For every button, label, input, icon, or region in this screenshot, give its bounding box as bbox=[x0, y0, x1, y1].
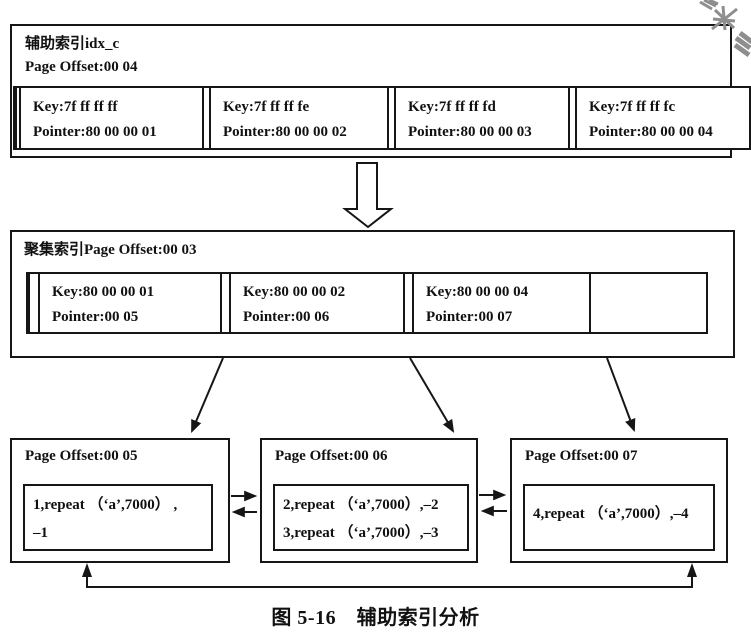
secondary-index-title: 辅助索引idx_c bbox=[25, 36, 120, 52]
wraparound-link-line bbox=[86, 568, 693, 588]
cell-key: Key:7f ff ff fd bbox=[408, 99, 496, 115]
secondary-index-cell: Key:7f ff ff fd Pointer:80 00 00 03 bbox=[396, 88, 568, 148]
clustered-index-cells-row: Key:80 00 00 01 Pointer:00 05 Key:80 00 … bbox=[26, 272, 708, 334]
wraparound-up-arrowhead-right bbox=[687, 563, 697, 577]
block-down-arrow bbox=[342, 162, 394, 229]
arrow-to-page-00-07 bbox=[606, 357, 636, 433]
data-page-box-00-07: Page Offset:00 07 4,repeat （‘a’,7000）,–4 bbox=[510, 438, 728, 563]
cell-key: Key:80 00 00 01 bbox=[52, 284, 155, 300]
clustered-index-cell: Key:80 00 00 04 Pointer:00 07 bbox=[414, 274, 589, 332]
cell-pointer: Pointer:00 05 bbox=[52, 309, 139, 325]
cell-separator bbox=[403, 274, 414, 332]
wraparound-up-arrowhead-left bbox=[82, 563, 92, 577]
cell-pointer: Pointer:80 00 00 02 bbox=[223, 124, 347, 140]
cell-pointer: Pointer:80 00 00 03 bbox=[408, 124, 532, 140]
record-line: 1,repeat （‘a’,7000） , bbox=[33, 497, 178, 513]
figure-caption: 图 5-16 辅助索引分析 bbox=[271, 607, 480, 629]
data-page-offset: Page Offset:00 07 bbox=[525, 448, 638, 464]
cell-key: Key:80 00 00 02 bbox=[243, 284, 346, 300]
record-line: 4,repeat （‘a’,7000）,–4 bbox=[533, 506, 689, 522]
secondary-index-cells-row: Key:7f ff ff ff Pointer:80 00 00 01 Key:… bbox=[13, 86, 751, 150]
data-page-offset: Page Offset:00 06 bbox=[275, 448, 388, 464]
arrow-to-page-00-06 bbox=[409, 357, 455, 433]
data-page-box-00-05: Page Offset:00 05 1,repeat （‘a’,7000） , … bbox=[10, 438, 230, 563]
cell-separator bbox=[220, 274, 231, 332]
record-line: 2,repeat （‘a’,7000）,–2 bbox=[283, 497, 439, 513]
data-page-record: 4,repeat （‘a’,7000）,–4 bbox=[523, 484, 715, 551]
record-line: –1 bbox=[33, 525, 48, 541]
clustered-index-cell: Key:80 00 00 01 Pointer:00 05 bbox=[40, 274, 220, 332]
cell-pointer: Pointer:00 07 bbox=[426, 309, 513, 325]
cell-key: Key:7f ff ff fc bbox=[589, 99, 676, 115]
cell-separator bbox=[387, 88, 396, 148]
secondary-index-cell: Key:7f ff ff ff Pointer:80 00 00 01 bbox=[21, 88, 202, 148]
record-line: 3,repeat （‘a’,7000）,–3 bbox=[283, 525, 439, 541]
secondary-index-page-offset: Page Offset:00 04 bbox=[25, 59, 138, 75]
data-page-offset: Page Offset:00 05 bbox=[25, 448, 138, 464]
data-page-box-00-06: Page Offset:00 06 2,repeat （‘a’,7000）,–2… bbox=[260, 438, 478, 563]
data-page-record: 1,repeat （‘a’,7000） , –1 bbox=[23, 484, 213, 551]
secondary-index-cell: Key:7f ff ff fc Pointer:80 00 00 04 bbox=[577, 88, 749, 148]
secondary-index-cell: Key:7f ff ff fe Pointer:80 00 00 02 bbox=[211, 88, 387, 148]
cell-key: Key:80 00 00 04 bbox=[426, 284, 529, 300]
cell-separator bbox=[28, 274, 40, 332]
cell-pointer: Pointer:80 00 00 04 bbox=[589, 124, 713, 140]
cell-pointer: Pointer:00 06 bbox=[243, 309, 330, 325]
cell-key: Key:7f ff ff fe bbox=[223, 99, 310, 115]
clustered-index-cell: Key:80 00 00 02 Pointer:00 06 bbox=[231, 274, 403, 332]
cell-separator bbox=[15, 88, 21, 148]
cell-separator bbox=[568, 88, 577, 148]
clustered-index-title: 聚集索引Page Offset:00 03 bbox=[24, 242, 197, 258]
cell-key: Key:7f ff ff ff bbox=[33, 99, 118, 115]
cell-separator bbox=[202, 88, 211, 148]
arrow-to-page-00-05 bbox=[191, 357, 224, 433]
data-page-record: 2,repeat （‘a’,7000）,–2 3,repeat （‘a’,700… bbox=[273, 484, 469, 551]
cell-pointer: Pointer:80 00 00 01 bbox=[33, 124, 157, 140]
clustered-index-empty-cell bbox=[589, 274, 706, 332]
